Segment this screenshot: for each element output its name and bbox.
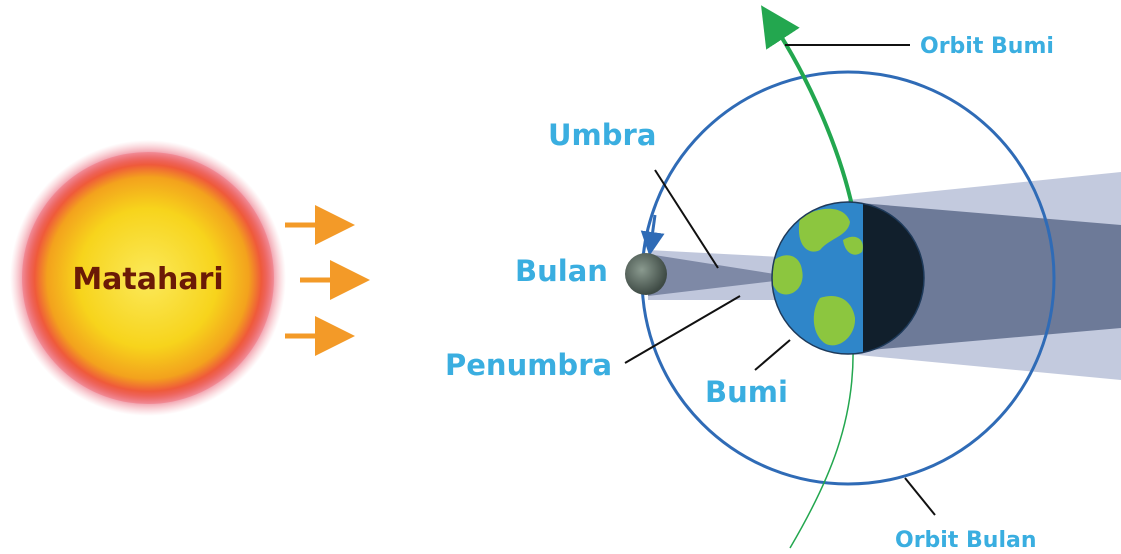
moon-label: Bulan (515, 254, 608, 288)
moon-icon (625, 253, 667, 295)
earth-label: Bumi (705, 375, 788, 409)
earth-orbit-label: Orbit Bumi (920, 34, 1054, 59)
earth-orbit (789, 344, 854, 549)
orbit-bulan-leader (904, 477, 936, 516)
bumi-leader (754, 339, 791, 371)
umbra-label: Umbra (548, 118, 656, 152)
penumbra-label: Penumbra (445, 348, 612, 382)
moon-orbit-arrow (640, 214, 665, 256)
earth-umbra-shadow (848, 202, 1121, 352)
earth-orbit-arrow (761, 5, 855, 211)
sunlight-arrows (285, 205, 370, 356)
penumbra-leader (624, 295, 741, 364)
sun-label: Matahari (72, 262, 223, 297)
sun-icon (10, 140, 286, 416)
moon-umbra-shadow (648, 254, 800, 296)
umbra-leader (654, 169, 719, 269)
moon-orbit-label: Orbit Bulan (895, 528, 1037, 553)
